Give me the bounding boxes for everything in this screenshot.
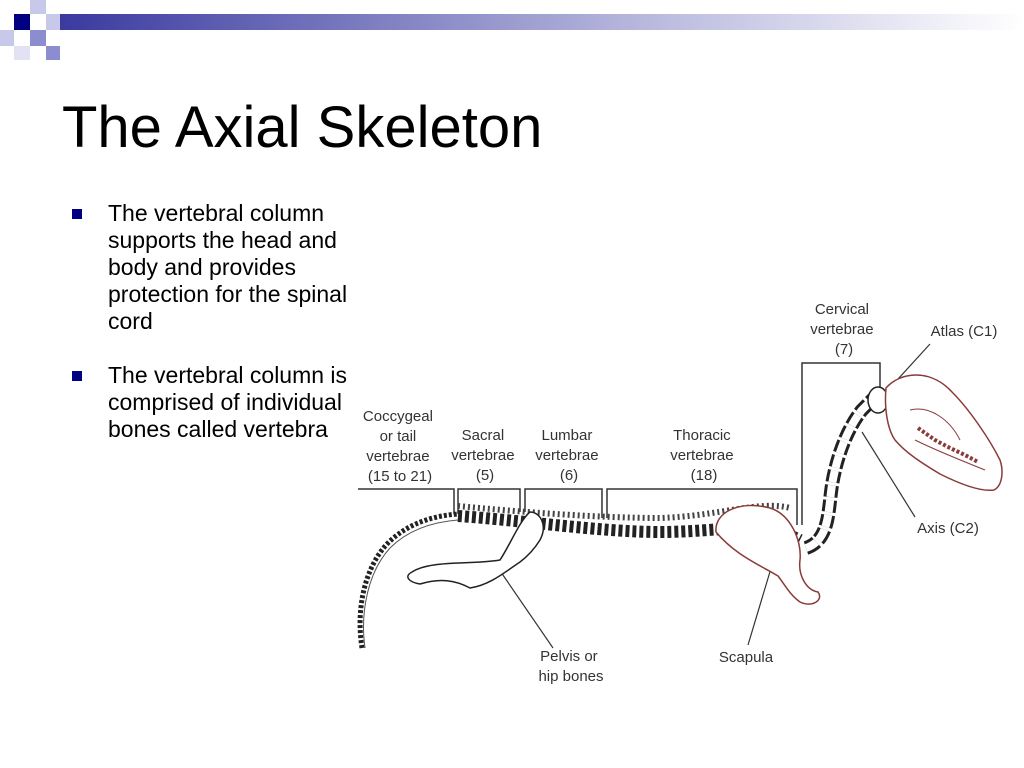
leader-lines [493, 343, 931, 649]
label-pelvis: Pelvis or hip bones [538, 648, 603, 685]
label-thoracic: Thoracic vertebrae (18) [670, 427, 738, 484]
bullet-item: The vertebral column supports the head a… [72, 200, 372, 335]
label-atlas: Atlas (C1) [931, 323, 998, 340]
pelvis-bone [407, 511, 544, 589]
horse-skeleton-diagram: Coccygeal or tail vertebrae (15 to 21) S… [357, 301, 1003, 685]
square-bullet-icon [72, 209, 82, 219]
label-axis: Axis (C2) [917, 520, 979, 537]
label-scapula: Scapula [719, 649, 774, 666]
label-lumbar: Lumbar vertebrae (6) [535, 427, 603, 484]
bullet-text: The vertebral column supports the head a… [108, 200, 348, 334]
skull-bone [884, 374, 1003, 492]
square-bullet-icon [72, 371, 82, 381]
tail-vertebrae [357, 511, 459, 649]
bullet-list: The vertebral column supports the head a… [72, 200, 372, 443]
cervical-vertebrae [803, 387, 885, 555]
slide-title: The Axial Skeleton [62, 95, 543, 160]
label-coccygeal: Coccygeal or tail vertebrae (15 to 21) [363, 408, 437, 485]
bullet-item: The vertebral column is comprised of ind… [72, 362, 372, 443]
region-brackets [358, 362, 881, 525]
bullet-text: The vertebral column is comprised of ind… [108, 362, 348, 442]
label-sacral: Sacral vertebrae (5) [451, 427, 519, 484]
title-bar-decoration [0, 0, 1024, 60]
label-cervical: Cervical vertebrae (7) [810, 301, 878, 358]
scapula-bone [715, 504, 821, 605]
